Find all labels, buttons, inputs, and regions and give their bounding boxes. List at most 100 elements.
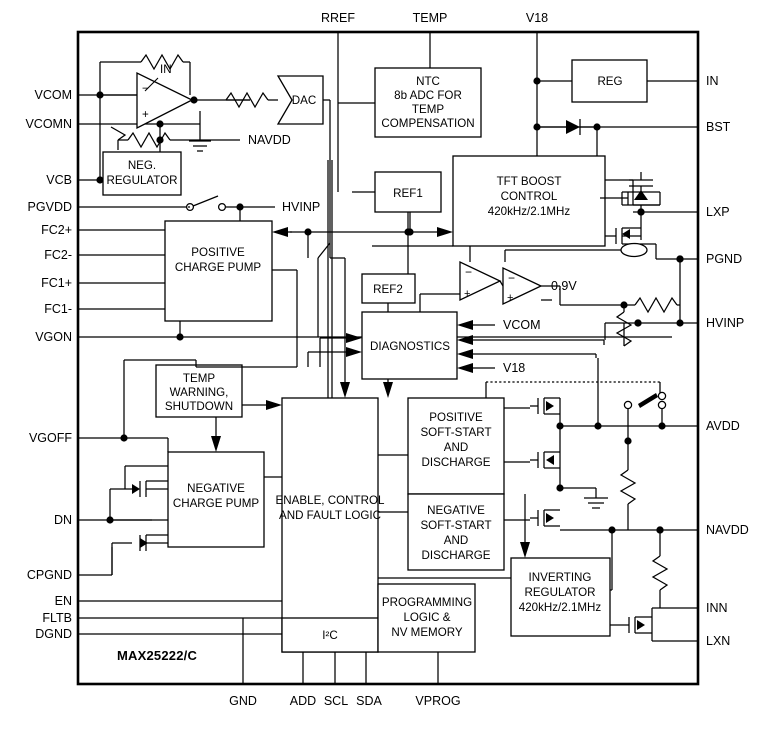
opamp-symbol: [136, 71, 194, 130]
enable-control-line-2: AND FAULT LOGIC: [279, 509, 381, 522]
pin-label-fltb: FLTB: [42, 611, 72, 625]
pin-label-fc2n: FC2-: [44, 248, 72, 262]
tft-boost-line-3: 420kHz/2.1MHz: [488, 205, 571, 218]
temp-warning-line-1: TEMP: [183, 372, 215, 385]
ref2-block: REF2: [361, 273, 416, 312]
svg-text:+: +: [464, 288, 470, 300]
inverting-reg-line-1: INVERTING: [529, 571, 592, 584]
i2c-label: I²C: [322, 629, 337, 642]
tft-boost-line-1: TFT BOOST: [497, 175, 562, 188]
pin-label-temp: TEMP: [413, 11, 448, 25]
reg-label: REG: [597, 75, 622, 88]
signal-arrow-diag-3: [457, 335, 473, 345]
ntc-adc-line-2: 8b ADC FOR: [394, 89, 462, 102]
chip-boundary: [76, 30, 700, 686]
mosfet-symbol-lxn: [637, 620, 645, 630]
pin-label-in: IN: [706, 74, 719, 88]
positive-charge-pump-line-1: POSITIVE: [191, 246, 245, 259]
ntc-adc-line-3: TEMP: [412, 103, 444, 116]
neg-soft-start-line-3: AND: [444, 534, 468, 547]
dac-label: DAC: [292, 94, 316, 107]
pos-soft-start-line-2: SOFT-START: [420, 426, 491, 439]
signal-arrow-diag-2: [346, 347, 362, 357]
diagnostics-block: DIAGNOSTICS VCOM V18: [307, 311, 604, 398]
pin-label-scl: SCL: [324, 694, 348, 708]
pos-soft-start-line-1: POSITIVE: [429, 411, 483, 424]
mosfet-symbol-highside: [634, 190, 648, 200]
neg-regulator-line-1: NEG.: [128, 159, 156, 172]
pin-label-gnd: GND: [229, 694, 257, 708]
pin-label-vcomn: VCOMN: [25, 117, 72, 131]
temp-warning-line-3: SHUTDOWN: [165, 400, 233, 413]
pin-label-sda: SDA: [356, 694, 382, 708]
lxp-power-stage: [504, 172, 684, 323]
vcom-internal-label: VCOM: [503, 318, 541, 332]
signal-arrow-diag-1: [346, 333, 362, 343]
pin-label-fc1n: FC1-: [44, 302, 72, 316]
diagnostics-label: DIAGNOSTICS: [370, 340, 450, 353]
pin-label-vcom: VCOM: [35, 88, 73, 102]
pin-label-bst: BST: [706, 120, 731, 134]
avdd-switch-contact-c: [657, 400, 667, 410]
neg-regulator-line-2: REGULATOR: [106, 174, 177, 187]
negative-charge-pump-line-2: CHARGE PUMP: [173, 497, 260, 510]
vcom-amplifier-group: IN − + DAC: [99, 53, 331, 258]
enable-control-block: ENABLE, CONTROL AND FAULT LOGIC I²C: [276, 160, 511, 653]
pin-label-pgvdd: PGVDD: [28, 200, 72, 214]
signal-arrow-v18: [457, 363, 473, 373]
ref1-label: REF1: [393, 187, 423, 200]
v18-internal-label: V18: [503, 361, 525, 375]
pin-label-lxp: LXP: [706, 205, 730, 219]
signal-arrow-diag-4: [457, 349, 473, 359]
pin-group-left: VCOM VCOMN VCB PGVDD FC2+ FC2- FC1+ FC1: [25, 88, 672, 641]
hvinp-feedback-divider: [560, 296, 680, 347]
pin-label-rref: RREF: [321, 11, 355, 25]
pin-label-vgoff: VGOFF: [29, 431, 72, 445]
pin-label-pgnd: PGND: [706, 252, 742, 266]
hvinp-internal-label: HVINP: [282, 200, 320, 214]
signal-arrow: [272, 227, 288, 237]
opamp-in-label: IN: [160, 63, 172, 76]
pin-label-add: ADD: [290, 694, 316, 708]
pin-group-bottom: GND ADD SCL SDA VPROG: [229, 618, 461, 708]
ntc-adc-line-4: COMPENSATION: [381, 117, 474, 130]
svg-text:+: +: [507, 292, 513, 304]
tft-boost-control-block: TFT BOOST CONTROL 420kHz/2.1MHz: [372, 155, 634, 262]
programming-logic-line-1: PROGRAMMING: [382, 596, 472, 609]
neg-soft-start-line-4: DISCHARGE: [422, 549, 491, 562]
ground-symbol: [189, 140, 211, 152]
navdd-internal-label: NAVDD: [248, 133, 291, 147]
diode-symbol: [566, 120, 580, 134]
mosfet-symbol-avdd-2: [546, 455, 554, 465]
pin-label-vcb: VCB: [46, 173, 72, 187]
pin-label-lxn: LXN: [706, 634, 730, 648]
ntc-adc-line-1: NTC: [416, 75, 440, 88]
routing-wires: [188, 206, 606, 368]
mosfet-symbol-lowside: [622, 229, 630, 239]
mosfet-symbol-ncp-bot: [140, 538, 148, 548]
ref2-label: REF2: [373, 283, 403, 296]
avdd-navdd-switch-group: [530, 358, 669, 608]
pin-label-v18: V18: [526, 11, 548, 25]
avdd-switch-contact-b: [657, 391, 667, 401]
ref1-block: REF1: [352, 171, 442, 291]
svg-text:−: −: [465, 265, 472, 279]
programming-logic-line-2: LOGIC &: [403, 611, 450, 624]
mosfet-symbol-avdd-3: [546, 513, 554, 523]
pin-label-cpgnd: CPGND: [27, 568, 72, 582]
signal-arrow-vcom: [457, 320, 473, 330]
signal-arrow-ncp-in: [211, 436, 221, 452]
tft-boost-line-2: CONTROL: [501, 190, 558, 203]
neg-soft-start-line-1: NEGATIVE: [427, 504, 485, 517]
temp-warning-block: TEMP WARNING, SHUTDOWN: [155, 364, 282, 418]
part-number-label: MAX25222/C: [117, 648, 197, 663]
comparator-symbol-1: [459, 260, 502, 302]
soft-start-blocks: POSITIVE SOFT-START AND DISCHARGE NEGATI…: [407, 381, 661, 571]
positive-charge-pump-line-2: CHARGE PUMP: [175, 261, 262, 274]
pin-label-hvinp: HVINP: [706, 316, 744, 330]
inverting-reg-line-3: 420kHz/2.1MHz: [519, 601, 602, 614]
mosfet-symbol-avdd-1: [546, 401, 554, 411]
signal-arrow-temp: [266, 400, 282, 410]
inverting-reg-line-2: REGULATOR: [524, 586, 595, 599]
temp-warning-line-2: WARNING,: [170, 386, 229, 399]
